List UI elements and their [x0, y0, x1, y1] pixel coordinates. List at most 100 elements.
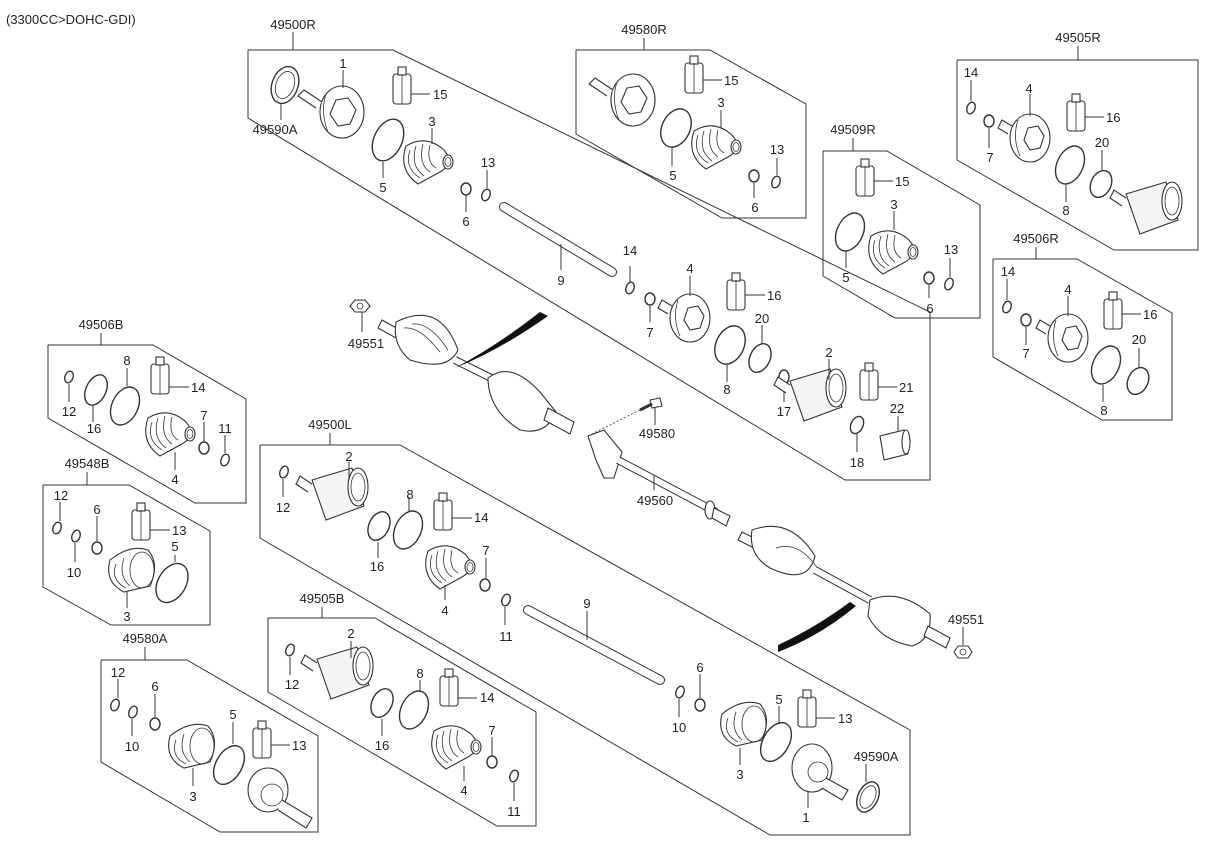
cv-boot[interactable]	[145, 412, 196, 457]
circlip[interactable]	[63, 370, 75, 384]
grease-bottle[interactable]	[797, 689, 817, 728]
boot-band[interactable]	[366, 114, 410, 166]
circlip[interactable]	[51, 521, 63, 535]
boot-band[interactable]	[754, 717, 798, 766]
outer-cv-joint[interactable]	[247, 767, 313, 829]
inner-boot[interactable]	[657, 293, 711, 343]
center-shaft-bracket[interactable]	[587, 429, 731, 527]
cv-boot[interactable]	[720, 701, 768, 747]
circlip[interactable]	[219, 453, 231, 467]
o-ring[interactable]	[1086, 167, 1116, 201]
o-ring[interactable]	[80, 371, 112, 408]
circlip[interactable]	[1001, 300, 1013, 314]
outer-cv-joint[interactable]	[297, 85, 365, 139]
group-label-49548B[interactable]: 49548B	[65, 456, 110, 471]
intermediate-shaft[interactable]	[499, 202, 617, 277]
boot-band[interactable]	[394, 686, 434, 733]
small-clamp[interactable]	[748, 169, 760, 183]
cv-boot[interactable]	[431, 725, 482, 770]
grease-bottle[interactable]	[859, 362, 879, 401]
circlip[interactable]	[943, 277, 955, 291]
cv-boot[interactable]	[403, 140, 454, 185]
circlip[interactable]	[127, 705, 139, 719]
small-clamp[interactable]	[694, 698, 706, 712]
o-ring[interactable]	[1123, 364, 1153, 398]
boot-band[interactable]	[1086, 341, 1126, 388]
outer-cv-joint[interactable]	[791, 743, 849, 801]
intermediate-shaft[interactable]	[523, 605, 665, 685]
circlip[interactable]	[109, 698, 121, 712]
outer-cv-joint[interactable]	[588, 73, 656, 127]
circlip[interactable]	[480, 188, 492, 202]
boot-band[interactable]	[149, 558, 194, 608]
grease-bottle[interactable]	[726, 272, 746, 311]
grease-bottle[interactable]	[1103, 291, 1123, 330]
dust-seal[interactable]	[848, 414, 866, 435]
grease-bottle[interactable]	[392, 66, 412, 105]
boot-band[interactable]	[709, 321, 751, 369]
spacer-sleeve[interactable]	[879, 429, 911, 461]
small-clamp[interactable]	[923, 271, 935, 285]
circlip[interactable]	[284, 643, 296, 657]
small-clamp[interactable]	[486, 755, 498, 769]
small-clamp[interactable]	[479, 578, 491, 592]
bolt[interactable]	[639, 397, 663, 412]
circlip[interactable]	[500, 593, 512, 607]
boot-band[interactable]	[830, 208, 870, 255]
inner-cv-housing[interactable]	[1109, 181, 1183, 235]
inner-cv-housing[interactable]	[295, 467, 369, 521]
inner-cv-housing[interactable]	[300, 646, 374, 700]
small-clamp[interactable]	[198, 441, 210, 455]
circlip[interactable]	[674, 685, 686, 699]
grease-bottle[interactable]	[150, 356, 170, 395]
group-label-49506R[interactable]: 49506R	[1013, 231, 1059, 246]
boot-band[interactable]	[655, 104, 697, 152]
circlip[interactable]	[624, 281, 636, 295]
group-label-49580R[interactable]: 49580R	[621, 22, 667, 37]
small-clamp[interactable]	[460, 182, 472, 196]
grease-bottle[interactable]	[855, 158, 875, 197]
group-label-49500R[interactable]: 49500R	[270, 17, 316, 32]
group-label-49500L[interactable]: 49500L	[308, 417, 351, 432]
grease-bottle[interactable]	[439, 668, 459, 707]
group-label-49509R[interactable]: 49509R	[830, 122, 876, 137]
grease-bottle[interactable]	[684, 55, 704, 94]
inner-boot[interactable]	[997, 113, 1051, 163]
drive-shaft-assembly-right[interactable]	[377, 314, 575, 435]
boot-band[interactable]	[207, 740, 251, 789]
grease-bottle[interactable]	[131, 502, 151, 541]
cv-boot[interactable]	[108, 547, 156, 593]
boot-band[interactable]	[1050, 141, 1090, 188]
group-label-49505R[interactable]: 49505R	[1055, 30, 1101, 45]
inner-boot[interactable]	[1035, 313, 1089, 363]
cv-boot[interactable]	[868, 230, 919, 275]
circlip[interactable]	[70, 529, 82, 543]
circlip[interactable]	[770, 175, 782, 189]
small-clamp[interactable]	[983, 114, 995, 128]
circlip[interactable]	[278, 465, 290, 479]
group-label-49506B[interactable]: 49506B	[79, 317, 124, 332]
lock-nut-top[interactable]	[349, 299, 371, 313]
drive-shaft-assembly-left[interactable]	[737, 525, 951, 649]
abs-ring-49590A[interactable]	[266, 63, 303, 108]
lock-nut-bottom[interactable]	[953, 645, 973, 659]
grease-bottle[interactable]	[252, 720, 272, 759]
grease-bottle[interactable]	[433, 492, 453, 531]
small-clamp[interactable]	[149, 717, 161, 731]
o-ring[interactable]	[367, 685, 398, 721]
o-ring[interactable]	[745, 340, 776, 376]
circlip[interactable]	[965, 101, 977, 115]
group-label-49580A[interactable]: 49580A	[123, 631, 168, 646]
o-ring[interactable]	[364, 508, 395, 544]
cv-boot[interactable]	[425, 545, 476, 590]
cv-boot[interactable]	[691, 125, 742, 170]
grease-bottle[interactable]	[1066, 93, 1086, 132]
boot-band[interactable]	[105, 382, 145, 429]
abs-ring-49590A[interactable]	[852, 778, 884, 815]
cv-boot[interactable]	[168, 723, 216, 769]
small-clamp[interactable]	[644, 292, 656, 306]
boot-band[interactable]	[388, 506, 428, 553]
small-clamp[interactable]	[1020, 313, 1032, 327]
circlip[interactable]	[508, 769, 520, 783]
small-clamp[interactable]	[91, 541, 103, 555]
